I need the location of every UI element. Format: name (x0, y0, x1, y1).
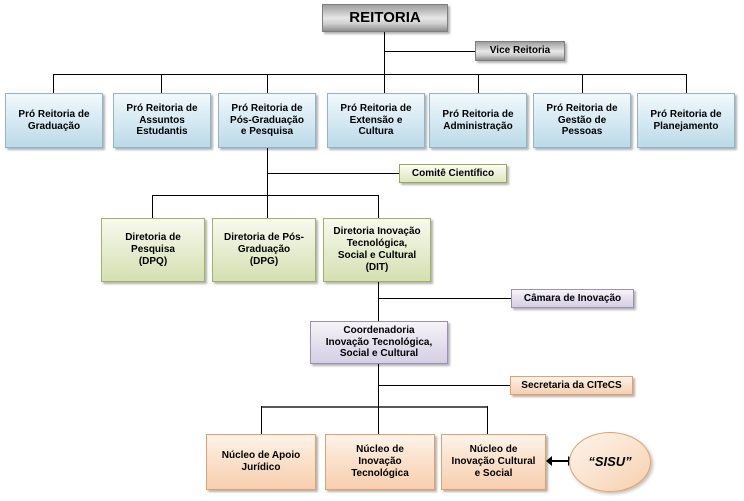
node-nucleo-inovacao-tecnologica[interactable]: Núcleo de Inovação Tecnológica (325, 434, 435, 490)
connector-drop-dir-2 (267, 195, 268, 218)
node-pro-reitoria-administracao[interactable]: Pró Reitoria de Administração (429, 93, 527, 148)
node-pro-reitoria-planejamento[interactable]: Pró Reitoria de Planejamento (637, 93, 735, 148)
connector-reitoria-to-vice (384, 51, 475, 52)
node-pro-reitoria-graduacao[interactable]: Pró Reitoria de Graduação (5, 93, 103, 148)
connector-to-camara (378, 298, 511, 299)
connector-drop-nucleo-1 (261, 406, 262, 434)
node-secretaria-citecs[interactable]: Secretaria da CITeCS (510, 376, 633, 395)
connector-reitoria-stem (384, 32, 385, 74)
node-pro-reitoria-assuntos-estudantis[interactable]: Pró Reitoria de Assuntos Estudantis (113, 93, 211, 148)
connector-drop-nucleo-2 (378, 406, 379, 434)
connector-drop-pro-6 (582, 74, 583, 93)
connector-pro-reitoria-bus (53, 74, 686, 75)
connector-drop-pro-1 (53, 74, 54, 93)
connector-drop-pro-3 (267, 74, 268, 93)
connector-coordenadoria-stem (378, 364, 379, 434)
node-nucleo-apoio-juridico[interactable]: Núcleo de Apoio Jurídico (206, 434, 316, 490)
node-sisu[interactable]: “SISU” (569, 432, 651, 492)
arrow-head-left-icon (546, 456, 552, 466)
connector-drop-pro-4 (384, 74, 385, 93)
node-pro-reitoria-pos-graduacao-pesquisa[interactable]: Pró Reitoria de Pós-Graduação e Pesquisa (218, 93, 316, 148)
connector-drop-dir-3 (378, 195, 379, 218)
connector-posgrad-stem (267, 148, 268, 218)
node-diretoria-pesquisa[interactable]: Diretoria de Pesquisa (DPQ) (101, 218, 205, 282)
node-vice-reitoria[interactable]: Vice Reitoria (475, 41, 565, 61)
node-nucleo-inovacao-cultural-social[interactable]: Núcleo de Inovação Cultural e Social (441, 434, 546, 490)
node-comite-cientifico[interactable]: Comitê Científico (399, 164, 507, 183)
connector-drop-dir-1 (152, 195, 153, 218)
connector-drop-pro-7 (686, 74, 687, 93)
node-reitoria[interactable]: REITORIA (322, 4, 448, 32)
arrow-shaft (550, 460, 570, 462)
connector-to-secretaria (378, 385, 510, 386)
node-diretoria-inovacao-tecnologica[interactable]: Diretoria Inovação Tecnológica, Social e… (323, 218, 431, 282)
connector-drop-pro-5 (478, 74, 479, 93)
connector-to-comite (267, 173, 399, 174)
node-coordenadoria-inovacao[interactable]: Coordenadoria Inovação Tecnológica, Soci… (310, 321, 448, 364)
node-pro-reitoria-gestao-pessoas[interactable]: Pró Reitoria de Gestão de Pessoas (533, 93, 631, 148)
connector-drop-nucleo-3 (487, 406, 488, 434)
connector-nucleo-bus (261, 406, 488, 408)
connector-drop-pro-2 (161, 74, 162, 93)
node-camara-inovacao[interactable]: Câmara de Inovação (511, 289, 634, 308)
connector-diretoria-bus (152, 195, 378, 196)
node-diretoria-pos-graduacao[interactable]: Diretoria de Pós- Graduação (DPG) (212, 218, 316, 282)
node-pro-reitoria-extensao-cultura[interactable]: Pró Reitoria de Extensão e Cultura (327, 93, 425, 148)
connector-dit-stem (378, 282, 379, 321)
